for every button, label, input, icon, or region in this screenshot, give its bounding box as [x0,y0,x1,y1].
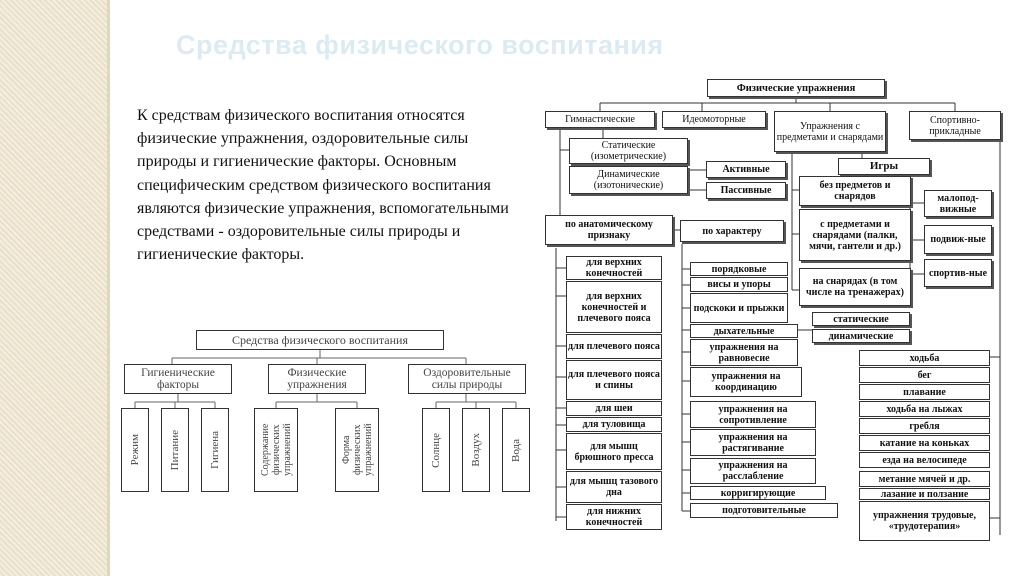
games-kind: подвиж-ные [924,225,992,254]
decorative-side-stripe [0,0,110,576]
node-dynamic: Динамические (изотонические) [569,166,688,194]
applied-item: ходьба на лыжах [859,401,990,417]
slide-paragraph: К средствам физического воспитания относ… [137,107,509,264]
character-item: порядковые [690,262,788,276]
item-water: Вода [502,408,530,492]
node-with-apparatus: Упражнения с предметами и снарядами [774,111,886,152]
node-applied: Спортивно-прикладные [909,111,1001,140]
item-air: Воздух [462,408,490,492]
node-passive: Пассивные [706,182,786,199]
item-form: Форма физических упражнений [335,408,379,492]
item-sun: Солнце [422,408,450,492]
node-ideomotor: Идеомоторные [662,111,766,128]
character-item: подскоки и прыжки [690,293,788,323]
anatomic-item: для плечевого пояса [566,334,662,359]
apparatus-item: на снарядах (в том числе на тренажерах) [799,268,911,306]
node-active: Активные [706,161,786,178]
item-regime-label: Режим [128,434,141,466]
applied-item: ходьба [859,350,990,366]
left-root-node: Средства физического воспитания [196,330,444,350]
character-item: упражнения на равновесие [690,339,798,366]
applied-item: упражнения трудовые, «трудотерапия» [859,501,990,541]
item-regime: Режим [121,408,149,492]
character-item: дыхательные [690,324,798,338]
item-water-label: Вода [509,438,522,462]
character-item: упражнения на расслабление [690,458,816,484]
character-item: упражнения на координацию [690,367,802,397]
character-item: подготовительные [690,503,838,518]
node-character: по характеру [680,220,784,242]
applied-item: езда на велосипеде [859,452,990,468]
right-root-node: Физические упражнения [707,79,885,97]
anatomic-item: для верхних конечностей [566,256,662,280]
item-content-label: Содержание физических упражнений [259,423,293,477]
games-kind: спортив-ные [924,259,992,287]
applied-item: гребля [859,418,990,434]
anatomic-item: для плечевого пояса и спины [566,360,662,400]
node-static: Статические (изометрические) [569,138,688,164]
games-kind: малопод-вижные [924,190,992,217]
group-hygiene: Гигиенические факторы [124,364,232,394]
node-anatomic: по анатомическому признаку [545,215,673,245]
node-games: Игры [838,158,930,175]
apparatus-item: с предметами и снарядами (палки, мячи, г… [799,209,911,261]
anatomic-item: для мышц брюшного пресса [566,433,662,470]
item-content: Содержание физических упражнений [254,408,298,492]
applied-item: бег [859,367,990,383]
character-item: упражнения на сопротивление [690,401,816,428]
item-form-label: Форма физических упражнений [340,423,374,477]
node-dynamic-small: динамические [812,329,910,343]
anatomic-item: для мышц тазового дна [566,471,662,503]
node-gymnastic: Гимнастические [545,111,655,128]
group-nature: Оздоровительные силы природы [408,364,526,394]
anatomic-item: для верхних конечностей и плечевого пояс… [566,281,662,333]
applied-item: плавание [859,384,990,400]
applied-item: лазание и ползание [859,488,990,500]
applied-item: метание мячей и др. [859,471,990,487]
slide-title: Средства физического воспитания [176,30,664,60]
character-item: упражнения на растягивание [690,429,816,456]
item-sun-label: Солнце [429,432,442,468]
item-nutrition: Питание [161,408,189,492]
anatomic-item: для шеи [566,401,662,416]
group-exercises: Физические упражнения [268,364,366,394]
item-hygiene-label: Гигиена [208,431,221,469]
node-static-small: статические [812,312,910,326]
character-item: корригирующие [690,486,826,500]
applied-item: катание на коньках [859,435,990,451]
anatomic-item: для туловища [566,417,662,432]
item-nutrition-label: Питание [168,429,181,471]
item-hygiene: Гигиена [201,408,229,492]
item-air-label: Воздух [469,433,482,467]
anatomic-item: для нижних конечностей [566,504,662,530]
character-item: висы и упоры [690,277,788,292]
apparatus-item: без предметов и снарядов [799,176,911,206]
